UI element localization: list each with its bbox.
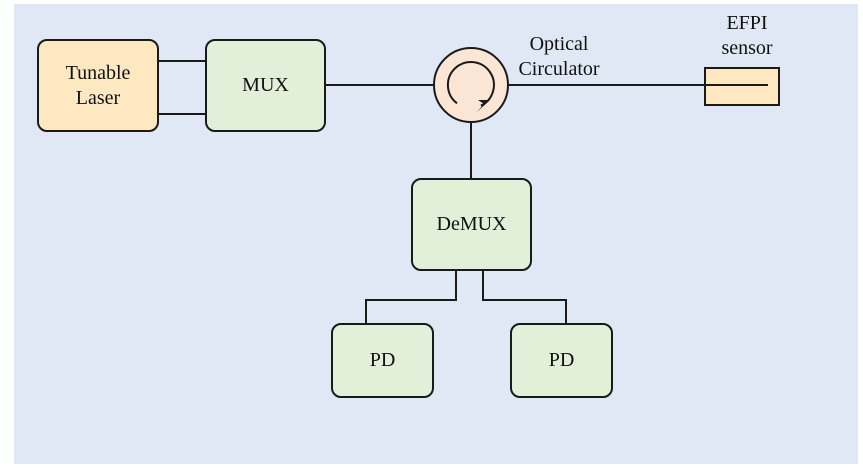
circulator-svg bbox=[433, 47, 509, 123]
tunable-laser-box: Tunable Laser bbox=[37, 39, 159, 132]
mux-label: MUX bbox=[242, 74, 289, 96]
demux-pd-left-vertical bbox=[455, 269, 457, 301]
demux-box: DeMUX bbox=[411, 178, 532, 271]
pd-left-drop bbox=[365, 299, 367, 324]
diagram-canvas: Tunable Laser MUX Optical Circulator EFP… bbox=[14, 4, 858, 464]
pd-left-branch-horizontal bbox=[365, 299, 457, 301]
efpi-sensor-label: EFPI sensor bbox=[721, 12, 773, 59]
circulator-arrowhead-icon bbox=[477, 100, 490, 112]
circulator-rotation-arrow-icon bbox=[446, 61, 495, 107]
pd-right-drop bbox=[565, 299, 567, 324]
pd-right-label: PD bbox=[548, 349, 575, 371]
circulator-demux-line bbox=[470, 122, 472, 178]
circulator-sensor-line bbox=[508, 84, 768, 86]
pd-left-box: PD bbox=[331, 323, 434, 398]
laser-mux-line-top bbox=[157, 60, 207, 62]
laser-mux-line-bottom bbox=[157, 113, 207, 115]
demux-label: DeMUX bbox=[436, 213, 507, 235]
demux-pd-right-vertical bbox=[482, 269, 484, 301]
mux-box: MUX bbox=[205, 39, 326, 132]
pd-right-box: PD bbox=[510, 323, 613, 398]
efpi-sensor-fiber bbox=[704, 84, 768, 86]
efpi-sensor-box bbox=[704, 67, 780, 106]
pd-left-label: PD bbox=[369, 349, 396, 371]
pd-right-branch-horizontal bbox=[482, 299, 567, 301]
tunable-laser-label: Tunable Laser bbox=[65, 61, 131, 109]
circulator-circle bbox=[433, 47, 509, 123]
circulator-label: Optical Circulator bbox=[518, 33, 600, 80]
mux-circulator-line bbox=[324, 84, 434, 86]
